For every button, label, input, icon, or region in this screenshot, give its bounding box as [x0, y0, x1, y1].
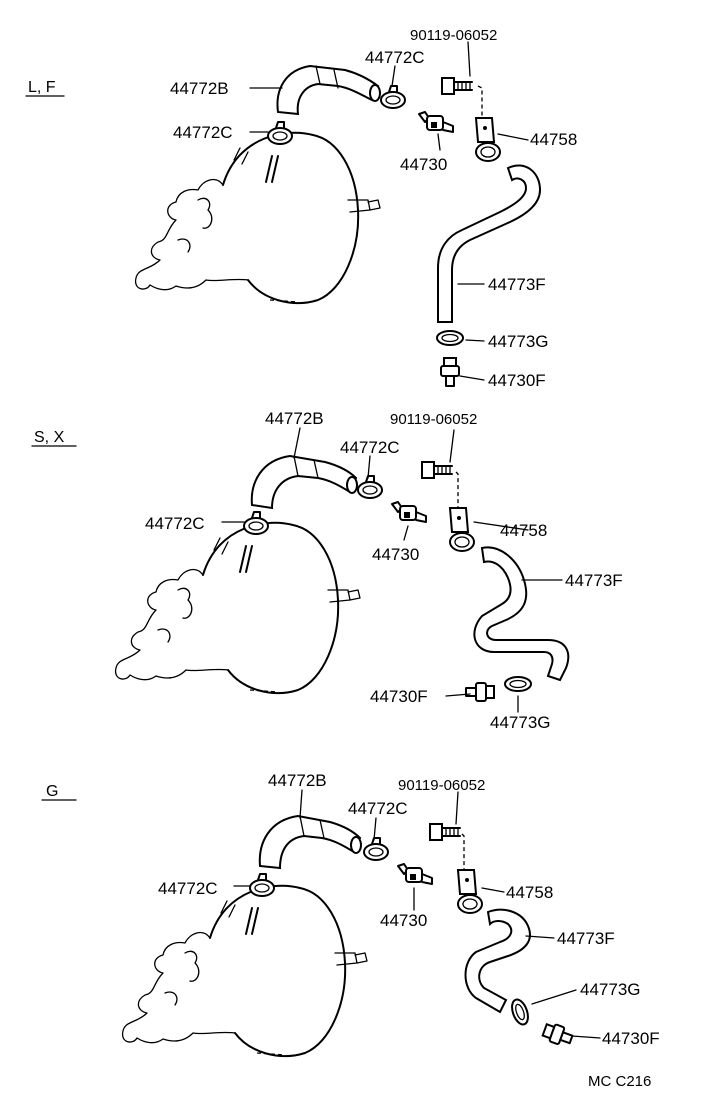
section-lf: L, F 90119-06052 44772B 4 — [25, 27, 577, 390]
label-valve-f: 44730F — [370, 687, 428, 706]
section-g: G 44772B 90119-06052 44772C 44772C 44758… — [41, 771, 660, 1058]
clamp-44773g-icon — [507, 996, 533, 1028]
label-valve: 44730 — [380, 911, 427, 930]
label-clamp-g: 44773G — [490, 713, 551, 732]
label-bolt: 90119-06052 — [410, 27, 497, 44]
section-heading: G — [46, 783, 58, 800]
label-valve: 44730 — [372, 545, 419, 564]
clamp-44772c-right-icon — [357, 475, 383, 499]
label-bracket: 44758 — [506, 883, 553, 902]
section-heading: S, X — [34, 429, 65, 446]
label-clamp-right: 44772C — [340, 438, 400, 457]
section-heading: L, F — [28, 79, 56, 96]
valve-44730f-icon — [440, 357, 460, 387]
clamp-44772c-left-icon — [267, 121, 293, 145]
section-sx: S, X 44772B 90119-06052 44772C 44772C 44… — [31, 409, 623, 732]
label-valve-f: 44730F — [488, 371, 546, 390]
brake-booster-icon — [114, 521, 361, 695]
hose-upper-44772b — [258, 814, 362, 870]
label-hose-lower: 44773F — [565, 571, 623, 590]
label-hose-upper: 44772B — [268, 771, 327, 790]
label-hose-upper: 44772B — [265, 409, 324, 428]
label-hose-lower: 44773F — [488, 275, 546, 294]
check-valve-44730-icon — [391, 501, 427, 523]
clamp-44772c-right-icon — [363, 837, 389, 861]
label-valve: 44730 — [400, 155, 447, 174]
clamp-44773g-icon — [436, 330, 464, 346]
clamp-44772c-left-icon — [249, 873, 275, 897]
label-bolt: 90119-06052 — [390, 411, 477, 428]
bracket-44758-icon — [475, 117, 501, 162]
valve-44730f-icon — [465, 682, 495, 702]
hose-lower-44773f — [437, 164, 542, 323]
label-clamp-left: 44772C — [158, 879, 218, 898]
clamp-44772c-left-icon — [243, 511, 269, 535]
label-hose-lower: 44773F — [557, 929, 615, 948]
label-bolt: 90119-06052 — [398, 777, 485, 794]
bolt-90119-06052-icon — [441, 77, 473, 95]
label-clamp-right: 44772C — [348, 799, 408, 818]
bolt-90119-06052-icon — [429, 823, 461, 841]
label-bracket: 44758 — [530, 130, 577, 149]
label-hose-upper: 44772B — [170, 79, 229, 98]
check-valve-44730-icon — [397, 863, 433, 885]
label-clamp-g: 44773G — [488, 332, 549, 351]
footer-code: MC C216 — [588, 1073, 651, 1090]
label-bracket: 44758 — [500, 521, 547, 540]
hose-upper-44772b — [276, 64, 380, 116]
label-valve-f: 44730F — [602, 1029, 660, 1048]
hose-upper-44772b — [250, 454, 358, 510]
label-clamp-left: 44772C — [145, 514, 205, 533]
valve-44730f-icon — [540, 1020, 576, 1049]
label-clamp-right: 44772C — [365, 48, 425, 67]
label-clamp-g: 44773G — [580, 980, 641, 999]
hose-lower-44773f — [473, 546, 570, 682]
bracket-44758-icon — [449, 507, 475, 552]
check-valve-44730-icon — [418, 111, 454, 133]
hose-lower-44773f — [464, 908, 531, 1014]
bracket-44758-icon — [457, 869, 483, 914]
clamp-44772c-right-icon — [380, 85, 406, 109]
brake-booster-icon — [134, 131, 381, 305]
brake-booster-icon — [121, 884, 368, 1058]
bolt-90119-06052-icon — [421, 461, 453, 479]
clamp-44773g-icon — [504, 676, 532, 692]
label-clamp-left: 44772C — [173, 123, 233, 142]
